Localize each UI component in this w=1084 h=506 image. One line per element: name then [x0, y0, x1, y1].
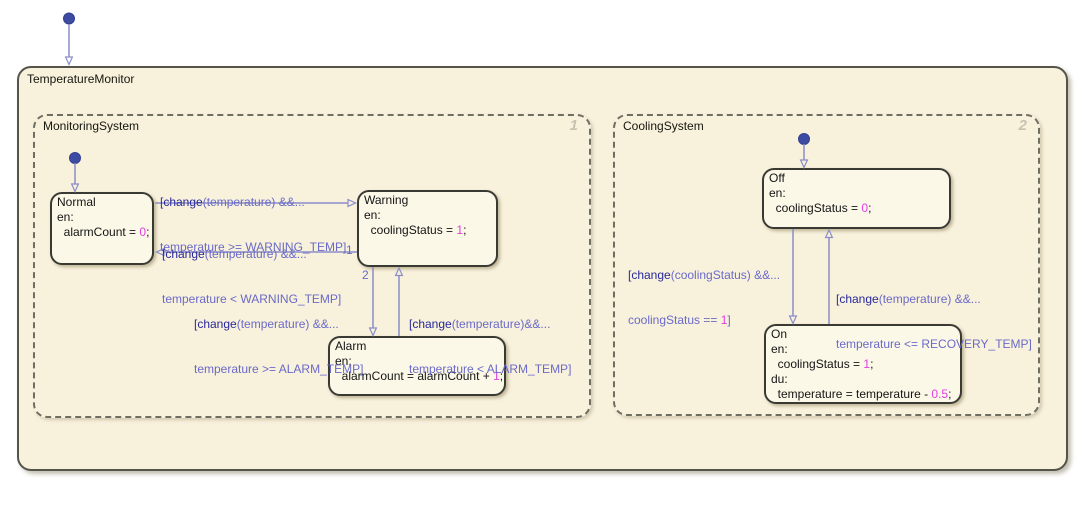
initial-state-dot [63, 12, 75, 25]
entry-action: coolingStatus = 1; [364, 223, 467, 237]
region-cooling-system[interactable]: CoolingSystem 2 [613, 114, 1040, 416]
parallel-order-badge: 1 [569, 117, 578, 134]
entry-action: coolingStatus = 1; [771, 357, 874, 371]
state-temperature-monitor[interactable]: TemperatureMonitor [17, 66, 1068, 471]
region-title: CoolingSystem [623, 119, 704, 133]
default-transition-chart[interactable] [63, 12, 75, 66]
entry-keyword: en: [771, 342, 788, 356]
transition-label-warning-to-alarm[interactable]: [change(temperature) &&... temperature >… [194, 317, 364, 376]
during-action: temperature = temperature - 0.5; [771, 387, 952, 401]
during-keyword: du: [771, 372, 788, 386]
state-warning[interactable]: Warning en: coolingStatus = 1; [357, 190, 498, 267]
parallel-order-badge: 2 [1018, 117, 1027, 134]
state-off[interactable]: Off en: coolingStatus = 0; [762, 168, 951, 229]
entry-action: coolingStatus = 0; [769, 201, 872, 215]
state-title: On [771, 327, 788, 341]
transition-order-warning-to-alarm: 2 [362, 268, 369, 282]
state-title: Off [769, 171, 785, 185]
transition-label-on-to-off[interactable]: [change(temperature) &&... temperature <… [836, 292, 1032, 351]
entry-keyword: en: [57, 210, 74, 224]
region-monitoring-system[interactable]: MonitoringSystem 1 [33, 114, 591, 418]
state-normal[interactable]: Normal en: alarmCount = 0; [50, 192, 154, 265]
entry-keyword: en: [335, 354, 352, 368]
state-title: Normal [57, 195, 96, 209]
state-on[interactable]: On en: coolingStatus = 1; du: temperatur… [764, 324, 962, 404]
chart-title: TemperatureMonitor [27, 72, 135, 86]
entry-keyword: en: [364, 208, 381, 222]
entry-action: alarmCount = 0; [57, 225, 150, 239]
entry-keyword: en: [769, 186, 786, 200]
entry-action: alarmCount = alarmCount + 1; [335, 369, 504, 383]
transition-order-warning-to-normal: 1 [346, 243, 353, 257]
state-title: Warning [364, 193, 409, 207]
state-title: Alarm [335, 339, 367, 353]
transition-label-off-to-on[interactable]: [change(coolingStatus) &&... coolingStat… [628, 268, 781, 327]
transition-label-warning-to-normal[interactable]: [change(temperature) &&... temperature <… [162, 247, 342, 306]
region-title: MonitoringSystem [43, 119, 140, 133]
transition-label-alarm-to-warning[interactable]: [change(temperature)&&... temperature < … [409, 317, 572, 376]
arrowhead-icon [64, 56, 74, 66]
state-alarm[interactable]: Alarm en: alarmCount = alarmCount + 1; [328, 336, 506, 396]
transition-label-normal-to-warning[interactable]: [change(temperature) &&... temperature >… [160, 195, 347, 254]
